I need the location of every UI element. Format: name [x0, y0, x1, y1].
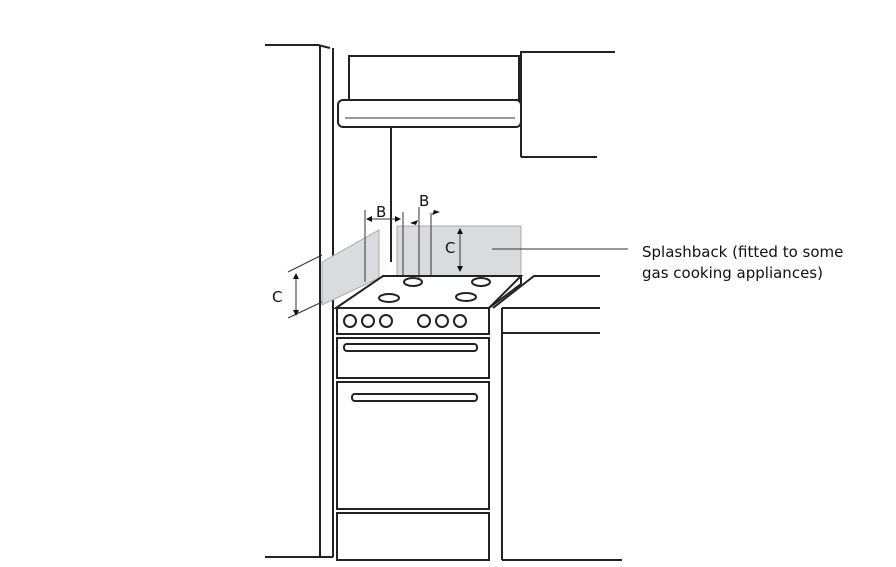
- upper-oven-door: [336, 337, 490, 379]
- range-hood: [337, 55, 522, 128]
- upper-right-cabinet: [520, 51, 615, 158]
- splashback-callout: Splashback (fitted to some gas cooking a…: [642, 242, 843, 284]
- dimension-b-left: B: [376, 203, 386, 221]
- control-knobs: [343, 314, 467, 328]
- main-oven-door: [336, 381, 490, 510]
- dimension-markers: [287, 207, 628, 319]
- storage-drawer: [336, 512, 490, 561]
- dimension-c-left: C: [272, 288, 282, 306]
- dimension-c-right: C: [445, 239, 455, 257]
- callout-line-1: Splashback (fitted to some: [642, 243, 844, 261]
- callout-line-2: gas cooking appliances): [642, 264, 823, 282]
- control-panel: [336, 307, 490, 335]
- gas-stove: [332, 275, 524, 561]
- right-counter: [492, 275, 622, 561]
- burners: [378, 277, 491, 303]
- splashback-side: [321, 229, 380, 306]
- dimension-b-right: B: [419, 192, 429, 210]
- left-cabinet: [265, 44, 334, 558]
